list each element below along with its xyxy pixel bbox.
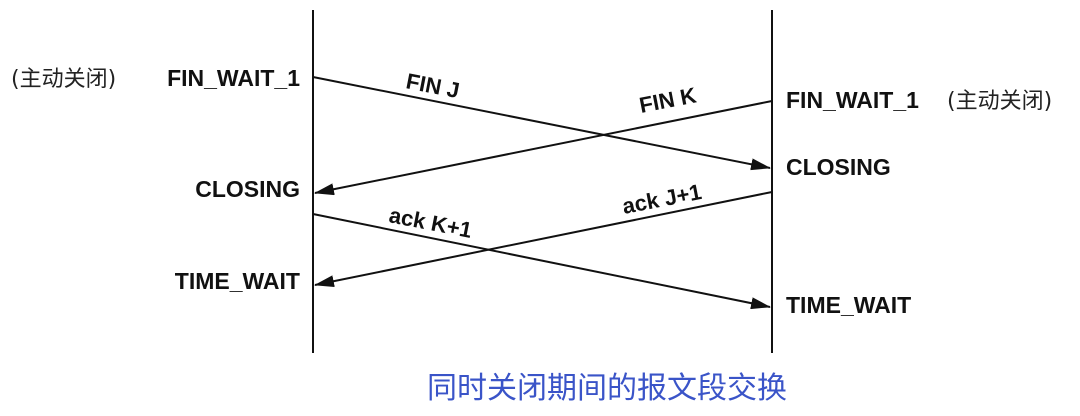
left-state-fin-wait-1: FIN_WAIT_1 — [167, 65, 300, 91]
diagram-caption: 同时关闭期间的报文段交换 — [427, 371, 787, 406]
right-annotation: (主动关闭) — [947, 89, 1052, 114]
right-state-fin-wait-1: FIN_WAIT_1 — [786, 87, 919, 113]
segment-ack-j1-label: ack J+1 — [620, 179, 703, 219]
segment-ack-k1-label: ack K+1 — [387, 202, 474, 243]
segment-fin-j-label: FIN J — [404, 68, 462, 103]
right-state-closing: CLOSING — [786, 154, 891, 180]
segment-ack-j1-arrow — [314, 191, 773, 288]
left-state-time-wait: TIME_WAIT — [175, 268, 300, 294]
segment-ack-k1-arrow — [312, 213, 771, 310]
segment-fin-k-label: FIN K — [637, 82, 698, 118]
segment-fin-j-arrow — [312, 76, 771, 171]
segment-fin-k-arrow — [314, 100, 773, 196]
left-annotation: (主动关闭) — [11, 67, 116, 92]
right-state-time-wait: TIME_WAIT — [786, 292, 911, 318]
left-state-closing: CLOSING — [195, 176, 300, 202]
